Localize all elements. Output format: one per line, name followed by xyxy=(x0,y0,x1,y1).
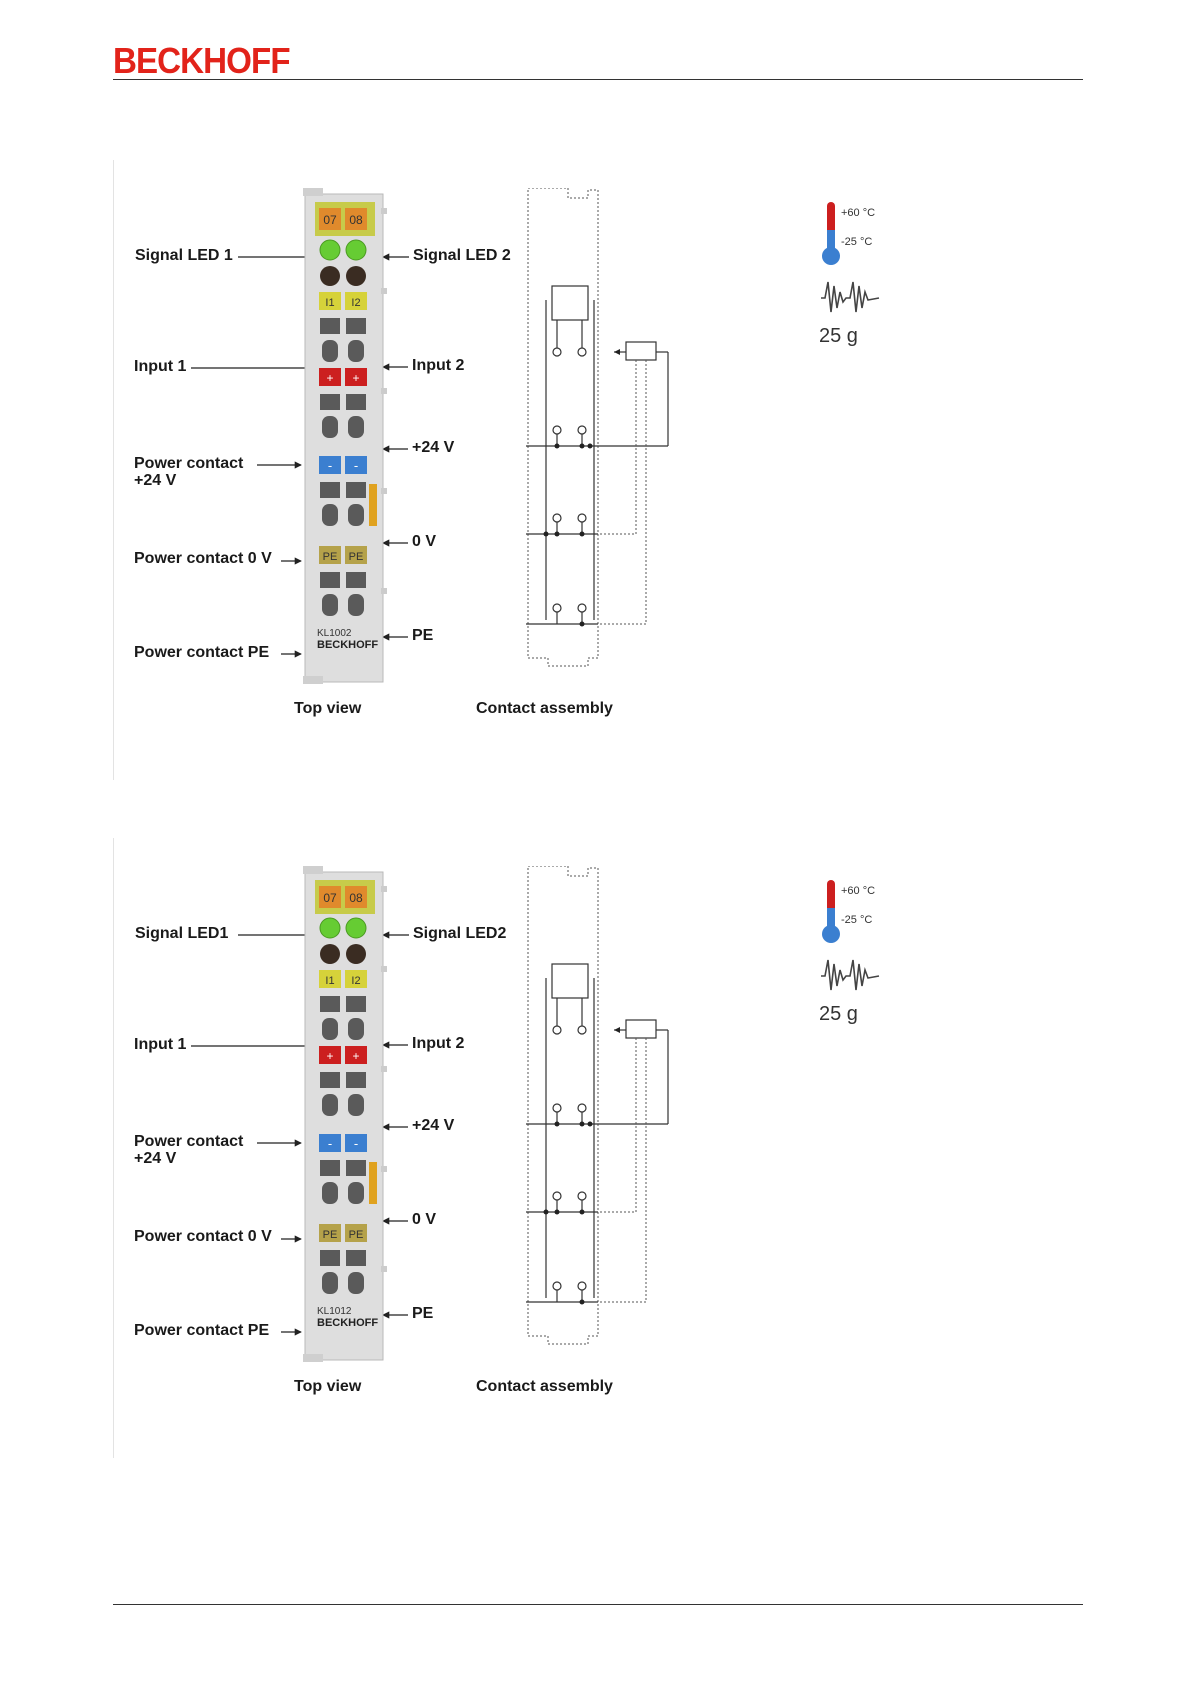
thermometer-icon: +60 °C -25 °C xyxy=(822,880,875,943)
pe-tag-1: PE xyxy=(323,1229,338,1241)
label-signal-led-right: Signal LED 2 xyxy=(413,247,511,264)
temp-max-text: +60 °C xyxy=(841,885,875,897)
label-power-contact-0: Power contact 0 V xyxy=(134,1228,272,1245)
channel-tag-1: 07 xyxy=(323,213,337,227)
contact-assembly-diagram xyxy=(526,866,669,1345)
channel-tag-1: 07 xyxy=(323,891,337,905)
label-signal-led-right: Signal LED2 xyxy=(413,925,507,942)
terminal-module-image: 07 08 I1 I2 + + - - xyxy=(303,866,387,1362)
label-input-right: Input 2 xyxy=(412,1035,465,1052)
caption-top-view: Top view xyxy=(294,1378,362,1395)
module-brand-text: BECKHOFF xyxy=(317,639,378,651)
caption-top-view: Top view xyxy=(294,700,362,717)
label-input-left: Input 1 xyxy=(134,1036,187,1053)
label-signal-led-left: Signal LED 1 xyxy=(135,247,233,264)
label-signal-led-left: Signal LED1 xyxy=(135,925,229,942)
label-power-contact-pe: Power contact PE xyxy=(134,1322,270,1339)
contact-assembly-diagram xyxy=(526,188,669,667)
label-power-contact-pe: Power contact PE xyxy=(134,644,270,661)
input-tag-1: I1 xyxy=(325,297,334,309)
plus-tag-1: + xyxy=(326,371,333,385)
input-tag-2: I2 xyxy=(351,297,360,309)
minus-tag-2: - xyxy=(354,1136,358,1151)
channel-tag-2: 08 xyxy=(349,213,363,227)
label-power-contact-24-line1: Power contact xyxy=(134,455,244,472)
beckhoff-logo: BECKHOFF xyxy=(113,40,291,81)
label-pe-right: PE xyxy=(412,627,434,644)
label-power-contact-24-line2: +24 V xyxy=(134,472,177,489)
pe-tag-1: PE xyxy=(323,551,338,563)
plus-tag-2: + xyxy=(352,371,359,385)
vibration-icon xyxy=(821,281,880,313)
module-model-text: KL1002 xyxy=(317,628,352,639)
vibration-icon xyxy=(821,959,880,991)
temp-min-text: -25 °C xyxy=(841,236,872,248)
label-power-24-right: +24 V xyxy=(412,1117,455,1134)
label-input-right: Input 2 xyxy=(412,357,465,374)
label-input-left: Input 1 xyxy=(134,358,187,375)
section-left-border xyxy=(113,838,114,1458)
temp-min-text: -25 °C xyxy=(841,914,872,926)
plus-tag-1: + xyxy=(326,1049,333,1063)
caption-contact-assembly: Contact assembly xyxy=(476,1378,613,1395)
header-rule xyxy=(113,79,1083,80)
label-power-0-right: 0 V xyxy=(412,533,437,550)
label-power-0-right: 0 V xyxy=(412,1211,437,1228)
caption-contact-assembly: Contact assembly xyxy=(476,700,613,717)
minus-tag-1: - xyxy=(328,1136,332,1151)
label-pe-right: PE xyxy=(412,1305,434,1322)
module-model-text: KL1012 xyxy=(317,1306,352,1317)
pe-tag-2: PE xyxy=(349,551,364,563)
label-power-contact-24-line2: +24 V xyxy=(134,1150,177,1167)
input-tag-1: I1 xyxy=(325,975,334,987)
footer-rule xyxy=(113,1604,1083,1605)
terminal-module-image: 07 08 I1 I2 + + - - xyxy=(303,188,387,684)
module-brand-text: BECKHOFF xyxy=(317,1317,378,1329)
pe-tag-2: PE xyxy=(349,1229,364,1241)
thermometer-icon: +60 °C -25 °C xyxy=(822,202,875,265)
label-power-contact-24-line1: Power contact xyxy=(134,1133,244,1150)
temp-max-text: +60 °C xyxy=(841,207,875,219)
label-power-contact-0: Power contact 0 V xyxy=(134,550,272,567)
minus-tag-1: - xyxy=(328,458,332,473)
minus-tag-2: - xyxy=(354,458,358,473)
channel-tag-2: 08 xyxy=(349,891,363,905)
terminal-section-2: Signal LED1 Input 1 Power contact +24 V … xyxy=(113,838,1083,1458)
plus-tag-2: + xyxy=(352,1049,359,1063)
vibration-value: 25 g xyxy=(819,1003,858,1025)
leader-lines xyxy=(191,253,409,658)
section-left-border xyxy=(113,160,114,780)
terminal-section-1: Signal LED 1 Input 1 Power contact +24 V… xyxy=(113,160,1083,780)
label-power-24-right: +24 V xyxy=(412,439,455,456)
input-tag-2: I2 xyxy=(351,975,360,987)
vibration-value: 25 g xyxy=(819,325,858,347)
leader-lines xyxy=(191,931,409,1336)
